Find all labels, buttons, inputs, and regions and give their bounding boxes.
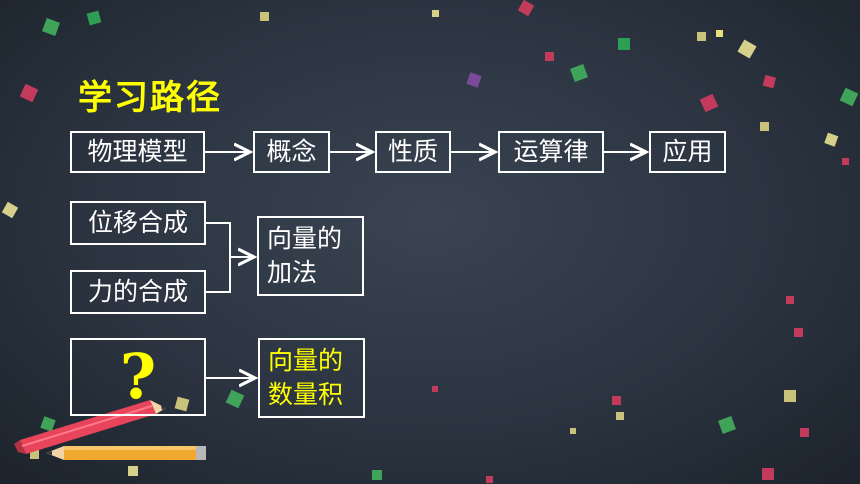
path-step-concept: 概念 <box>253 131 330 173</box>
vector-addition-line-1: 向量的 <box>267 224 343 253</box>
path-step-operation-laws: 运算律 <box>498 131 604 173</box>
unknown-box: ? <box>70 338 206 416</box>
vector-dot-product-box: 向量的 数量积 <box>258 338 365 418</box>
merge-bracket <box>206 222 231 293</box>
path-step-application: 应用 <box>649 131 726 173</box>
dot-product-line-1: 向量的 <box>268 346 344 375</box>
force-composition-box: 力的合成 <box>70 270 206 314</box>
path-step-property: 性质 <box>375 131 451 173</box>
vector-addition-line-2: 加法 <box>267 258 318 287</box>
dot-product-line-2: 数量积 <box>268 380 344 409</box>
red-pencil <box>14 400 166 454</box>
question-mark: ? <box>119 340 157 413</box>
vector-addition-box: 向量的 加法 <box>257 216 364 296</box>
path-step-physics-model: 物理模型 <box>70 131 205 173</box>
page-title: 学习路径 <box>78 78 222 118</box>
displacement-composition-box: 位移合成 <box>70 201 206 245</box>
orange-pencil <box>46 446 206 460</box>
